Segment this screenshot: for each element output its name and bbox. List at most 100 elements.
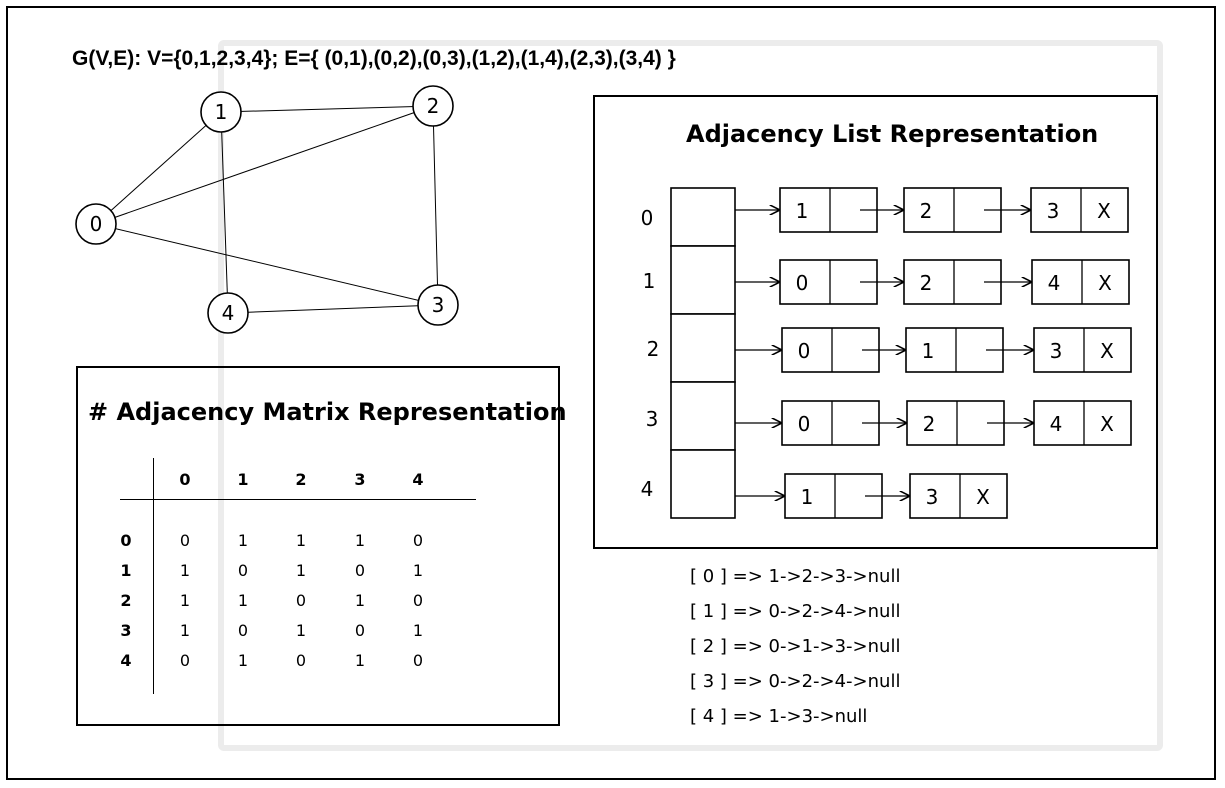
graph-node-label: 4 — [222, 301, 235, 325]
array-index-label: 1 — [643, 269, 656, 293]
array-index-label: 3 — [646, 407, 659, 431]
matrix-cell: 0 — [237, 621, 249, 640]
graph-edge — [220, 105, 434, 113]
matrix-cell: 1 — [295, 561, 307, 580]
list-node — [1030, 187, 1129, 233]
adjacency-text-row: [ 4 ] => 1->3->null — [690, 706, 868, 727]
list-node-value: 2 — [923, 412, 936, 436]
graph-edge — [432, 105, 439, 306]
graph-definition-title: G(V,E): V={0,1,2,3,4}; E={ (0,1),(0,2),(… — [72, 47, 676, 70]
array-slot — [670, 187, 736, 247]
matrix-cell: 1 — [354, 591, 366, 610]
matrix-row-header: 3 — [120, 621, 132, 640]
null-marker: X — [1098, 271, 1112, 295]
null-marker: X — [976, 485, 990, 509]
graph-node — [207, 292, 249, 334]
matrix-cell: 1 — [179, 621, 191, 640]
list-node-value: 3 — [926, 485, 939, 509]
list-node-value: 1 — [922, 339, 935, 363]
adjacency-matrix-title: # Adjacency Matrix Representation — [88, 398, 567, 426]
graph-node — [200, 91, 242, 133]
adjacency-list-panel: Adjacency List Representation — [593, 95, 1158, 549]
matrix-cell: 1 — [237, 591, 249, 610]
list-node-value: 2 — [920, 199, 933, 223]
graph-node — [417, 284, 459, 326]
matrix-column-header: 4 — [412, 470, 424, 489]
matrix-cell: 0 — [179, 651, 191, 670]
graph-node-label: 0 — [90, 212, 103, 236]
adjacency-text-row: [ 3 ] => 0->2->4->null — [690, 671, 901, 692]
list-node-value: 0 — [798, 412, 811, 436]
list-node-value: 1 — [801, 485, 814, 509]
list-node-value: 0 — [798, 339, 811, 363]
matrix-horizontal-divider — [120, 499, 476, 500]
list-node-value: 3 — [1050, 339, 1063, 363]
list-node-value: 1 — [796, 199, 809, 223]
matrix-cell: 1 — [179, 561, 191, 580]
array-slot — [670, 449, 736, 519]
list-node-value: 3 — [1047, 199, 1060, 223]
graph-node-label: 2 — [427, 94, 440, 118]
array-index-label: 0 — [641, 206, 654, 230]
graph-edge — [95, 111, 222, 225]
matrix-column-header: 2 — [295, 470, 307, 489]
null-marker: X — [1100, 412, 1114, 436]
outer-frame — [6, 6, 1216, 780]
matrix-cell: 1 — [295, 531, 307, 550]
matrix-column-header: 1 — [237, 470, 249, 489]
null-marker: X — [1097, 199, 1111, 223]
adjacency-list-title: Adjacency List Representation — [686, 120, 1099, 148]
matrix-cell: 1 — [237, 651, 249, 670]
list-node — [784, 473, 883, 519]
matrix-row-header: 0 — [120, 531, 132, 550]
adjacency-text-row: [ 1 ] => 0->2->4->null — [690, 601, 901, 622]
matrix-column-header: 3 — [354, 470, 366, 489]
matrix-vertical-divider — [153, 458, 154, 694]
array-index-label: 4 — [641, 477, 654, 501]
graph-node-label: 1 — [215, 100, 228, 124]
list-node-value: 4 — [1048, 271, 1061, 295]
graph-edge — [220, 111, 229, 314]
graph-node-label: 3 — [432, 293, 445, 317]
matrix-cell: 0 — [412, 651, 424, 670]
matrix-cell: 1 — [295, 621, 307, 640]
matrix-cell: 1 — [412, 561, 424, 580]
array-slot — [670, 245, 736, 315]
background-panel-outline — [218, 40, 1163, 751]
matrix-cell: 0 — [237, 561, 249, 580]
matrix-row-header: 2 — [120, 591, 132, 610]
matrix-cell: 1 — [354, 651, 366, 670]
matrix-row-header: 4 — [120, 651, 132, 670]
matrix-row-header: 1 — [120, 561, 132, 580]
list-node — [1031, 259, 1130, 305]
adjacency-matrix-panel: # Adjacency Matrix Representation 0 1 2 3 4 0… — [76, 366, 567, 726]
list-node-value: 2 — [920, 271, 933, 295]
array-index-label: 2 — [647, 337, 660, 361]
graph-edge — [95, 105, 434, 225]
matrix-cell: 0 — [295, 651, 307, 670]
null-marker: X — [1100, 339, 1114, 363]
matrix-cell: 0 — [412, 531, 424, 550]
matrix-cell: 0 — [354, 561, 366, 580]
list-node — [1033, 400, 1132, 446]
matrix-cell: 1 — [179, 591, 191, 610]
graph-edges — [95, 105, 439, 314]
list-node — [1033, 327, 1132, 373]
matrix-cell: 0 — [179, 531, 191, 550]
array-slot — [670, 313, 736, 383]
adjacency-text-row: [ 2 ] => 0->1->3->null — [690, 636, 901, 657]
array-slot — [670, 381, 736, 451]
matrix-cell: 0 — [354, 621, 366, 640]
matrix-cell: 1 — [237, 531, 249, 550]
graph-nodes: 0 1 2 3 4 — [75, 85, 459, 334]
list-node — [909, 473, 1008, 519]
graph-edge — [95, 223, 439, 306]
graph-node — [412, 85, 454, 127]
matrix-cell: 0 — [295, 591, 307, 610]
matrix-cell: 1 — [412, 621, 424, 640]
list-node-value: 0 — [796, 271, 809, 295]
matrix-cell: 1 — [354, 531, 366, 550]
